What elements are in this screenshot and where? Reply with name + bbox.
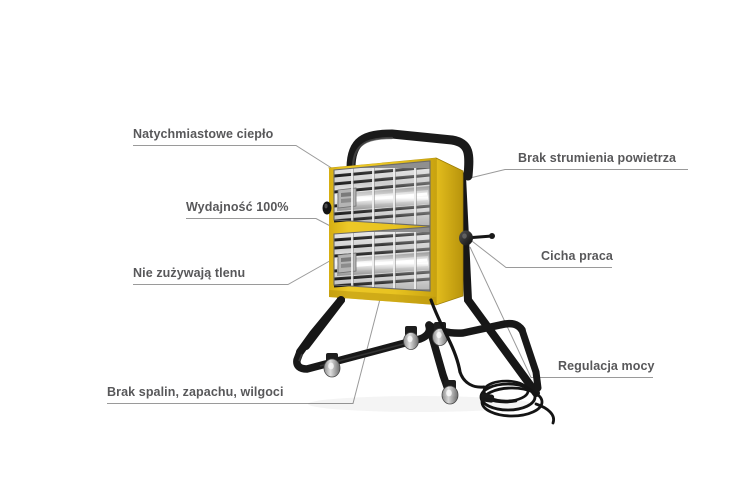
leader-line-wydajnosc <box>186 218 337 230</box>
cable-coil-2 <box>480 386 544 418</box>
heating-panel-top <box>333 160 431 227</box>
leader-line-regulacja-mocy <box>469 246 653 378</box>
frame-left-lower-leg <box>296 296 345 356</box>
caster-front-left <box>323 353 341 378</box>
cable-from-unit <box>429 298 462 374</box>
leader-line-nie-zuzywaja-tlenu <box>133 257 336 285</box>
carry-handle-highlight <box>351 136 394 168</box>
caster-front-right <box>441 380 459 405</box>
callout-label-wydajnosc: Wydajność 100% <box>186 200 289 214</box>
base-right-strut <box>518 326 542 392</box>
ground-shadow <box>308 396 532 412</box>
power-cable <box>429 298 556 425</box>
panel-top-guard-wires <box>351 168 416 225</box>
callout-label-brak-strumienia-powietrza: Brak strumienia powietrza <box>518 151 677 165</box>
callout-label-natychmiastowe-cieplo: Natychmiastowe ciepło <box>133 127 274 141</box>
leader-line-brak-spalin <box>107 271 388 404</box>
cable-drop <box>458 370 486 389</box>
heating-panel-bottom <box>333 226 431 292</box>
housing-side <box>435 157 464 306</box>
carry-handle <box>346 129 474 181</box>
leader-lines <box>107 145 688 404</box>
power-control-knob[interactable] <box>459 230 495 246</box>
panel-bottom-guard-wires <box>351 232 416 289</box>
cable-coil-1 <box>479 382 537 412</box>
mount-bolt-left <box>322 201 332 215</box>
leader-line-cicha-praca <box>467 237 612 268</box>
frame-rear-leg <box>458 172 540 397</box>
product-illustration <box>293 129 556 425</box>
callout-label-cicha-praca: Cicha praca <box>541 249 613 263</box>
panel-top-tube-glow <box>341 192 427 203</box>
callout-label-regulacja-mocy: Regulacja mocy <box>558 359 655 373</box>
caster-rear-left <box>403 326 419 350</box>
leader-line-brak-strumienia <box>469 169 688 179</box>
cable-tail <box>534 402 556 425</box>
callout-label-nie-zuzywaja-tlenu: Nie zużywają tlenu <box>133 266 246 280</box>
housing-front-bottom-shadow <box>329 290 436 305</box>
leader-line-natychmiastowe-cieplo <box>133 145 342 175</box>
panel-bottom-tube-glow <box>341 258 427 268</box>
callout-label-brak-spalin: Brak spalin, zapachu, wilgoci <box>107 385 284 399</box>
cable-plug <box>480 393 495 403</box>
